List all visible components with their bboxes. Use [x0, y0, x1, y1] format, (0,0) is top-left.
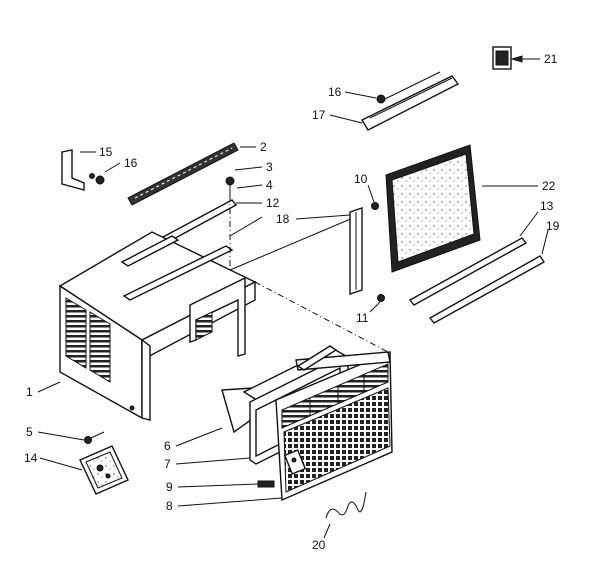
part-8-front-grille — [275, 345, 393, 502]
callout-15: 15 — [99, 145, 113, 159]
part-13-rod — [408, 237, 528, 306]
callout-4: 4 — [266, 178, 273, 192]
callout-3: 3 — [266, 160, 273, 174]
callout-9: 9 — [166, 480, 173, 494]
callout-2: 2 — [260, 140, 267, 154]
part-19-rod — [428, 255, 546, 324]
part-22-filter-panel — [385, 144, 481, 273]
part-17-top-rail — [361, 71, 460, 131]
callout-16-top: 16 — [328, 85, 342, 99]
callout-11: 11 — [356, 311, 369, 325]
callout-1: 1 — [26, 385, 33, 399]
callout-17: 17 — [312, 108, 326, 122]
callout-20: 20 — [312, 538, 326, 552]
part-1-cabinet — [58, 231, 257, 421]
callout-16-left: 16 — [124, 156, 138, 170]
callout-13: 13 — [540, 199, 554, 213]
part-10-screw — [371, 202, 379, 210]
leader-lines — [37, 55, 549, 539]
part-3-screw — [225, 176, 235, 195]
part-5-screw — [84, 431, 105, 444]
callout-labels: 21 16 17 15 16 2 3 4 12 18 10 11 22 13 1… — [24, 52, 560, 552]
part-15-bracket — [61, 149, 105, 191]
part-9-knob — [257, 480, 275, 488]
part-20-wire — [325, 491, 367, 519]
construction-lines — [229, 195, 389, 353]
part-2-rail — [127, 142, 239, 206]
callout-5: 5 — [26, 425, 33, 439]
part-16-screw-top — [376, 94, 386, 104]
part-21-clip — [492, 46, 512, 70]
callout-12: 12 — [266, 196, 280, 210]
callout-21: 21 — [544, 52, 558, 66]
callout-22: 22 — [542, 179, 556, 193]
callout-14: 14 — [24, 451, 38, 465]
callout-18: 18 — [276, 212, 290, 226]
callout-8: 8 — [166, 499, 173, 513]
callout-6: 6 — [164, 439, 171, 453]
part-14-bracket-box — [79, 445, 129, 495]
part-11-screw — [377, 294, 385, 302]
part-18-vertical-bar — [349, 202, 385, 302]
callout-19: 19 — [546, 219, 560, 233]
part-16-screw-left — [95, 175, 105, 185]
callout-10: 10 — [354, 172, 368, 186]
callout-7: 7 — [164, 457, 171, 471]
